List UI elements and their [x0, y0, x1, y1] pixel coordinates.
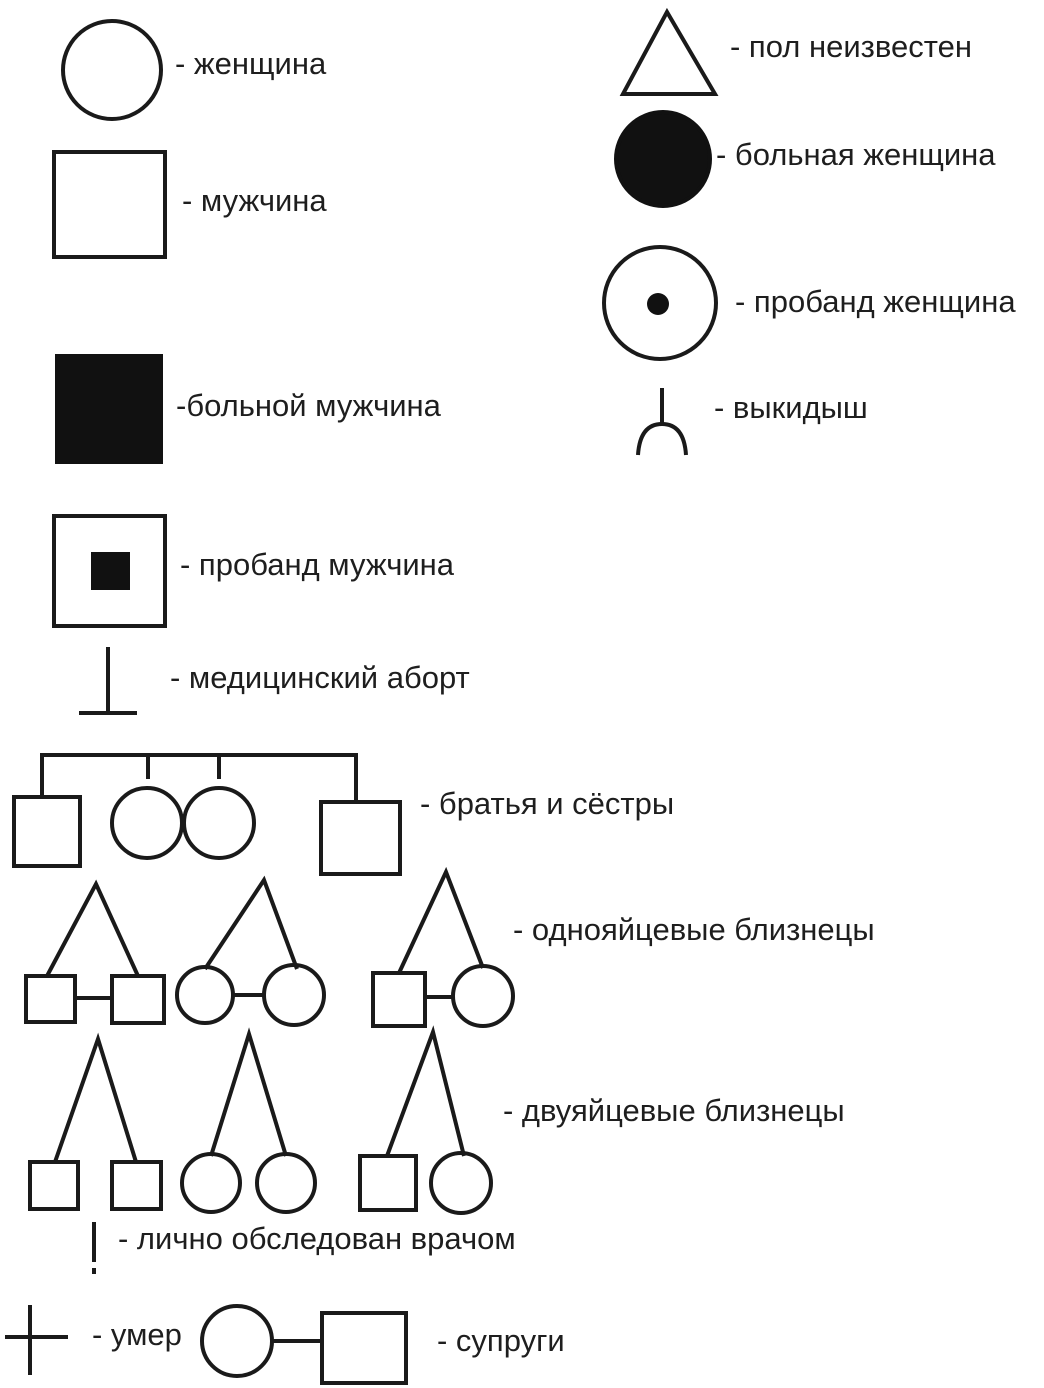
- fraternal-twins-label: - двуяйцевые близнецы: [503, 1093, 845, 1128]
- sex-unknown-symbol: [619, 7, 719, 96]
- sibling-male-1: [12, 795, 82, 868]
- medical-abortion-label: - медицинский аборт: [170, 660, 470, 695]
- spouse-female: [200, 1304, 274, 1378]
- fraternal-twin-female-2: [255, 1152, 317, 1214]
- sibling-female-2: [182, 786, 256, 860]
- fraternal-twin-female-3: [429, 1151, 493, 1215]
- male-symbol: [52, 150, 167, 259]
- female-label: - женщина: [175, 46, 327, 81]
- fraternal-twins-symbol: [28, 1025, 493, 1215]
- identical-twin-male-1: [24, 974, 77, 1024]
- miscarriage-symbol: [636, 388, 688, 456]
- affected-male-label: -больной мужчина: [176, 388, 441, 423]
- fraternal-twin-female-1: [180, 1152, 242, 1214]
- identical-twin-male-3: [371, 971, 427, 1028]
- female-symbol: [61, 19, 163, 121]
- proband-female-symbol: [602, 245, 718, 361]
- spouses-symbol: [200, 1304, 408, 1385]
- spouse-male: [320, 1311, 408, 1385]
- proband-male-symbol: [52, 514, 167, 628]
- sex-unknown-label: - пол неизвестен: [730, 29, 972, 64]
- identical-twin-female-2: [262, 963, 326, 1027]
- miscarriage-label: - выкидыш: [714, 390, 868, 425]
- siblings-label: - братья и сёстры: [420, 786, 675, 821]
- identical-twin-male-2: [110, 974, 166, 1025]
- sibling-female-1: [110, 786, 184, 860]
- fraternal-twin-male-1: [28, 1160, 80, 1211]
- sibling-male-2: [319, 800, 402, 876]
- fraternal-twin-male-2: [110, 1160, 163, 1211]
- affected-male-symbol: [55, 354, 163, 464]
- spouses-label: - супруги: [437, 1323, 565, 1358]
- siblings-symbol: [12, 753, 402, 876]
- deceased-cross-symbol: [5, 1305, 68, 1375]
- proband-female-label: - пробанд женщина: [735, 284, 1016, 319]
- identical-twin-female-1: [175, 965, 235, 1025]
- identical-twin-female-3: [451, 964, 515, 1028]
- fraternal-twin-male-3: [358, 1154, 418, 1212]
- identical-twins-label: - однояйцевые близнецы: [513, 912, 875, 947]
- affected-female-label: - больная женщина: [716, 137, 996, 172]
- proband-male-label: - пробанд мужчина: [180, 547, 455, 582]
- affected-female-symbol: [614, 110, 712, 208]
- identical-twins-symbol: [24, 866, 515, 1028]
- medical-abortion-symbol: [79, 647, 137, 715]
- examined-by-doctor-label: - лично обследован врачом: [118, 1221, 516, 1256]
- male-label: - мужчина: [182, 183, 327, 218]
- deceased-label: - умер: [92, 1317, 182, 1352]
